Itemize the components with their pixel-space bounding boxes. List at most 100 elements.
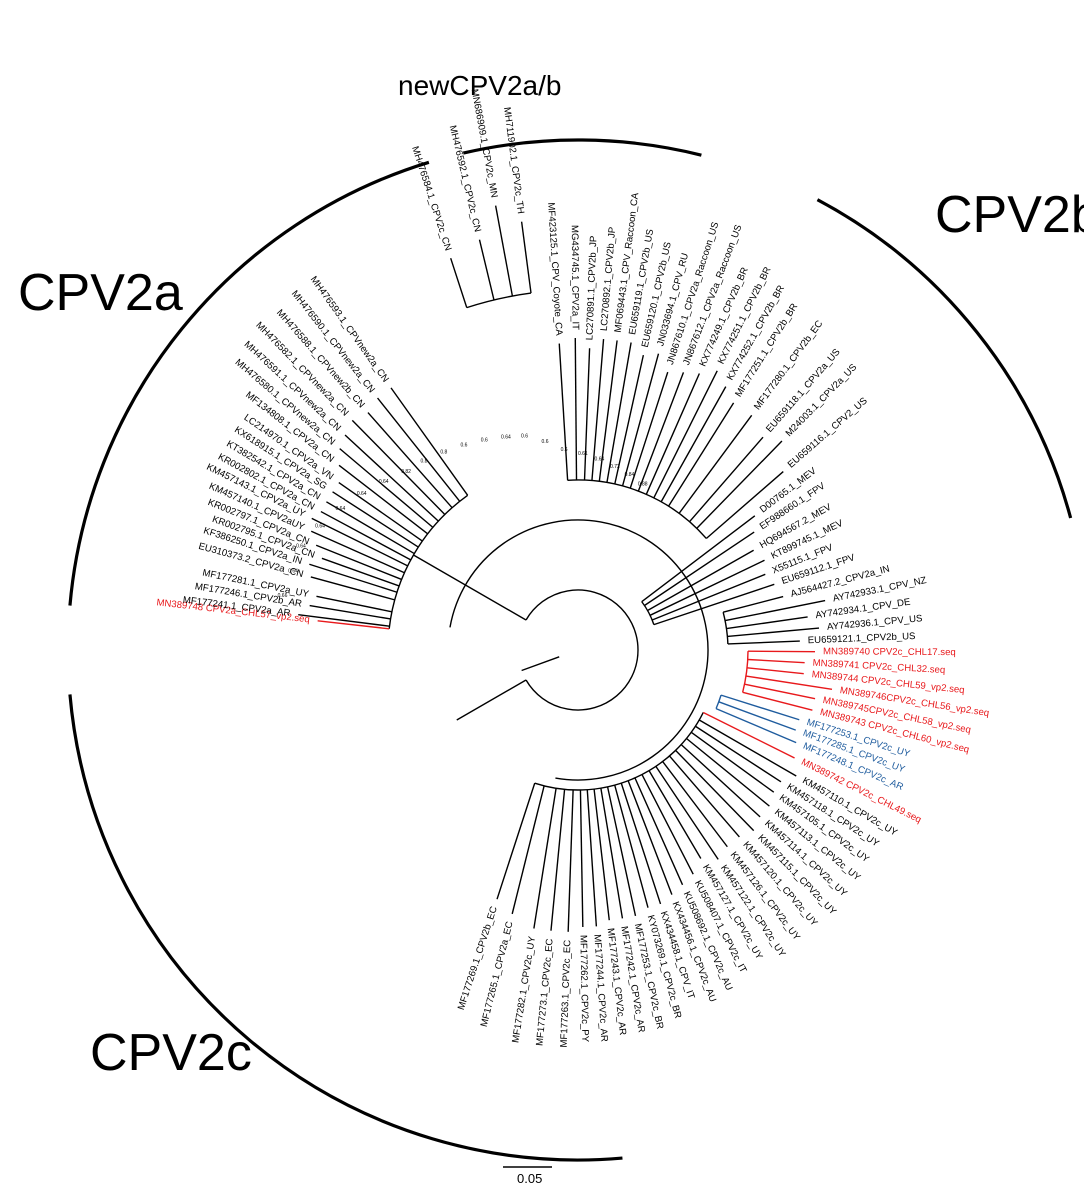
leaf-branch xyxy=(645,373,701,495)
leaf-branch xyxy=(621,353,660,487)
leaf-branch xyxy=(724,599,826,622)
leaf-branch xyxy=(338,464,429,535)
leaf-branch xyxy=(606,342,632,483)
leaf-branch xyxy=(450,257,468,308)
clade-arc-newcpv2ab xyxy=(462,138,702,157)
support-value: 0.64 xyxy=(595,457,605,463)
clade-connector xyxy=(741,651,749,693)
leaf-branch xyxy=(315,544,402,581)
leaf-branch xyxy=(309,563,398,593)
leaf-branch xyxy=(606,786,637,917)
leaf-branch xyxy=(511,785,545,915)
support-value: 0.64 xyxy=(296,543,306,549)
support-value: 0.6 xyxy=(561,447,568,453)
leaf-branch xyxy=(317,620,390,630)
backbone-arc xyxy=(449,519,709,781)
leaf-branch xyxy=(660,386,727,503)
leaf-branch xyxy=(727,640,800,645)
leaf-branch xyxy=(339,448,434,528)
leaf-branch xyxy=(648,770,702,859)
leaf-branch xyxy=(309,604,391,620)
leaf-branch xyxy=(332,491,419,548)
leaf-branch xyxy=(675,749,755,832)
clade-label-newcpv2ab: newCPV2a/b xyxy=(398,70,561,101)
clade-arc-cpv2a xyxy=(68,160,430,606)
leaf-branch xyxy=(634,777,684,886)
support-value: 0.72 xyxy=(610,464,620,470)
leaf-label: MH711902.1_CPV2c_TH xyxy=(501,106,526,214)
root-arc xyxy=(525,589,639,711)
leaf-label: MN686909.1_CPV2c_MN xyxy=(469,88,500,199)
leaf-label: MF177273.1_CPV2c_EC xyxy=(534,938,555,1046)
leaf-branch xyxy=(321,557,400,587)
leaf-branch xyxy=(344,434,439,522)
leaf-labels: MN389748 CPV2a_CHL57_vp2.seqMF177241.1_C… xyxy=(156,88,990,1048)
support-value: 0.8 xyxy=(440,449,447,455)
leaf-branch xyxy=(698,719,797,777)
leaf-branch xyxy=(310,530,405,574)
support-value: 0.64 xyxy=(288,568,298,574)
leaf-branch xyxy=(641,515,756,603)
leaf-branch xyxy=(705,471,784,539)
leaf-branch xyxy=(351,419,446,515)
support-value: 0.64 xyxy=(315,523,325,529)
leaf-branch xyxy=(695,725,782,783)
backbone-branch xyxy=(413,554,527,621)
support-value: 0.8 xyxy=(421,458,428,464)
tree-branches xyxy=(298,205,833,932)
leaf-branch xyxy=(649,559,765,616)
leaf-branch xyxy=(720,694,800,721)
leaf-branch xyxy=(320,510,412,561)
leaf-label: MF423125.1_CPV_Coyote_CA xyxy=(545,202,564,336)
clade-connector xyxy=(722,612,729,645)
support-value: 0.6 xyxy=(481,438,488,444)
clade-connector xyxy=(534,712,704,791)
leaf-branch xyxy=(641,774,694,875)
leaf-branch xyxy=(550,789,566,931)
support-value: 0.64 xyxy=(501,435,511,441)
leaf-branch xyxy=(742,691,813,711)
leaf-branch xyxy=(680,744,761,818)
support-value: 0.64 xyxy=(357,491,367,497)
leaf-label: MH476592.1_CPV2c_CN xyxy=(447,124,483,233)
leaf-branch xyxy=(494,205,514,297)
leaf-label: MF177244.1_CPV2c_AR xyxy=(591,934,609,1042)
leaf-branch xyxy=(726,616,808,630)
leaf-label: MF177282.1_CPV2c_UY xyxy=(510,935,538,1044)
leaf-label: MF177263.1_CPV2c_EC xyxy=(559,940,574,1048)
clade-arc-cpv2b xyxy=(816,198,1073,519)
leaf-branch xyxy=(644,531,755,607)
support-value: 0.66 xyxy=(278,593,288,599)
support-value: 0.61 xyxy=(578,451,588,457)
leaf-branch xyxy=(686,737,770,807)
leaf-branch xyxy=(338,481,423,542)
support-value: 0.84 xyxy=(625,472,635,478)
leaf-branch xyxy=(746,667,804,675)
leaf-branch xyxy=(627,780,673,895)
support-value: 0.64 xyxy=(379,479,389,485)
leaf-label: EU659116.1_CPV2_US xyxy=(786,395,870,470)
leaf-branch xyxy=(662,761,728,848)
scale-bar-label: 0.05 xyxy=(517,1171,542,1186)
leaf-label: MG434745.1_CPV2a_IT xyxy=(569,225,581,330)
leaf-branch xyxy=(390,387,469,496)
leaf-branch xyxy=(722,595,784,613)
leaf-branch xyxy=(620,782,662,905)
leaf-branch xyxy=(689,436,764,523)
leaf-branch xyxy=(629,371,669,489)
leaf-branch xyxy=(533,788,557,929)
leaf-branch xyxy=(579,789,584,927)
leaf-branch xyxy=(702,711,795,759)
leaf-branch xyxy=(696,440,783,529)
leaf-branch xyxy=(690,731,775,793)
support-value: 0.6 xyxy=(461,442,468,448)
leaf-branch xyxy=(310,576,395,601)
support-value: 0.88 xyxy=(638,482,648,488)
leaf-label: MH476584.1_CPV2c_CN xyxy=(409,145,453,252)
support-value: 0.6 xyxy=(521,433,528,439)
support-value: 0.82 xyxy=(401,469,411,475)
leaf-branch xyxy=(520,221,532,294)
backbone-branch xyxy=(456,679,527,721)
leaf-branch xyxy=(653,370,718,499)
